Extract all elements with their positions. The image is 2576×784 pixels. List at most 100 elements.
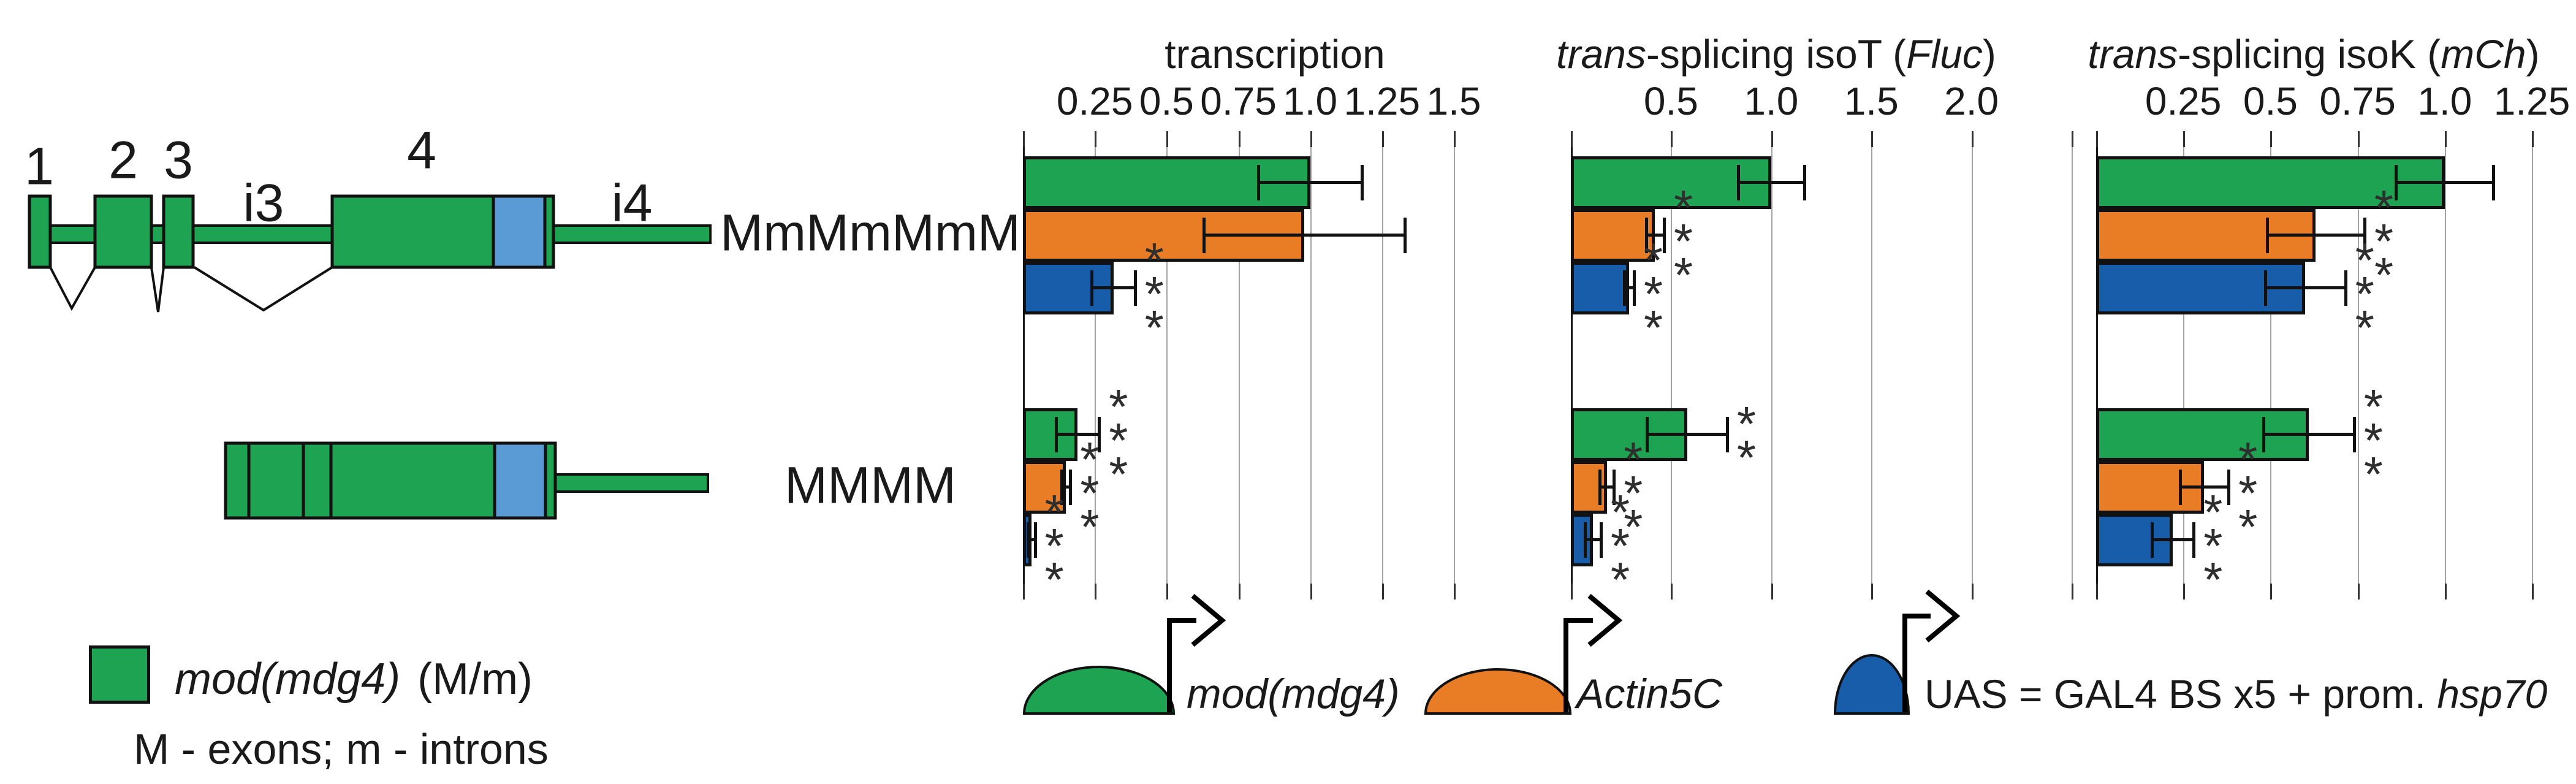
splice-v-icon: [150, 267, 165, 313]
axis-tick: [1771, 584, 1773, 599]
axis-tick-label: 0.75: [2319, 79, 2396, 123]
axis-tick-label: 0.25: [2145, 79, 2222, 123]
bar-UAS: [1571, 262, 1629, 314]
gridline: [1310, 147, 1312, 584]
significance-star: *: [2238, 500, 2258, 554]
error-bar-cap: [1098, 417, 1101, 452]
axis-tick-label: 1.0: [2417, 79, 2472, 123]
error-bar: [2266, 234, 2365, 237]
error-bar-cap: [2178, 470, 2182, 505]
significance-star: *: [1044, 485, 1064, 539]
axis-line: [1023, 147, 1025, 584]
significance-star: *: [2363, 413, 2384, 468]
bar-Actin5C: [1571, 209, 1655, 262]
promoter-arrow-icon: [1902, 614, 1931, 712]
axis-tick: [2183, 131, 2186, 147]
significance-star: *: [2355, 300, 2374, 355]
row-label-mmmmmmm: MmMmMmM: [720, 204, 1020, 262]
significance-star: *: [2363, 447, 2384, 501]
error-bar-cap: [1033, 522, 1037, 558]
significance-star: *: [2355, 267, 2374, 321]
axis-tick: [2444, 584, 2447, 599]
axis-tick-label: 1.0: [1744, 79, 1799, 123]
error-bar-cap: [1622, 270, 1626, 306]
error-bar-cap: [2352, 417, 2356, 452]
mrna-exon2: [247, 441, 305, 520]
axis-tick: [1871, 584, 1874, 599]
actin5c-promoter-icon: [1424, 668, 1572, 715]
intron3-label: i3: [243, 173, 284, 233]
axis-tick-label: 0.5: [1139, 79, 1194, 123]
chart-title-part: -splicing isoK (: [2178, 31, 2441, 77]
error-bar-cap: [1404, 218, 1407, 253]
gene-legend-label: mod(mdg4) (M/m): [175, 654, 533, 704]
axis-tick: [1971, 584, 1974, 599]
axis-tick: [1166, 131, 1169, 147]
chart-title-part: mCh: [2441, 31, 2526, 77]
significance-star: *: [1673, 214, 1693, 268]
significance-star: *: [1611, 485, 1630, 539]
axis-tick: [2532, 584, 2534, 599]
gene-allele-note: (M/m): [417, 655, 533, 704]
exon2-box: [93, 194, 153, 269]
significance-star: *: [1736, 430, 1757, 485]
uas-label-hsp70: hsp70: [2437, 671, 2548, 717]
uas-label-prefix: UAS = GAL4 BS x5 + prom.: [1924, 671, 2437, 717]
intron4-bar: [552, 224, 712, 244]
error-bar-cap: [1090, 270, 1094, 306]
axis-tick: [1238, 584, 1241, 599]
exon2-label: 2: [108, 131, 138, 190]
promoter-arrowhead-icon: [1191, 593, 1226, 647]
error-bar-cap: [1361, 165, 1364, 200]
gridline: [1771, 147, 1772, 584]
error-bar-cap: [1644, 218, 1648, 253]
axis-tick: [2270, 131, 2273, 147]
intron2-bar: [150, 224, 165, 244]
error-bar-cap: [1632, 270, 1636, 306]
axis-tick: [1381, 584, 1384, 599]
error-bar-cap: [1069, 470, 1073, 505]
uas-promoter-icon: [1833, 654, 1910, 715]
gene-name: mod(mdg4): [175, 655, 401, 704]
promoter-label-uas: UAS = GAL4 BS x5 + prom. hsp70: [1924, 671, 2547, 717]
significance-star: *: [1611, 552, 1630, 607]
error-bar-cap: [1646, 417, 1649, 452]
error-bar: [1028, 538, 1035, 541]
significance-star: *: [2374, 214, 2394, 268]
error-bar-cap: [2262, 417, 2266, 452]
axis-tick-label: 2.0: [1944, 79, 1999, 123]
error-bar-cap: [1257, 165, 1261, 200]
axis-tick: [1166, 584, 1169, 599]
mrna-exon4: [329, 441, 496, 520]
significance-star: *: [1080, 500, 1100, 554]
axis-tick: [2183, 584, 2186, 599]
error-bar: [1092, 286, 1135, 289]
exon1-label: 1: [25, 137, 54, 196]
axis-line: [1571, 147, 1573, 584]
gridline: [2357, 147, 2359, 584]
significance-star: *: [1643, 267, 1663, 321]
axis-tick-label: 0.5: [2243, 79, 2298, 123]
significance-star: *: [1643, 300, 1663, 355]
gridline: [2444, 147, 2446, 584]
pre-mrna-diagram: [28, 194, 712, 313]
axis-tick: [2072, 131, 2073, 147]
axis-tick: [2072, 584, 2073, 599]
axis-tick: [2532, 131, 2534, 147]
significance-star: *: [1673, 180, 1693, 235]
exon4-end-sliver: [543, 194, 555, 269]
error-bar-cap: [2395, 165, 2398, 200]
significance-star: *: [1624, 466, 1643, 520]
axis-tick: [1671, 131, 1673, 147]
axis-tick: [1771, 131, 1773, 147]
error-bar: [1062, 485, 1071, 489]
axis-tick: [1023, 131, 1025, 147]
axis-tick: [2444, 131, 2447, 147]
gridline: [1238, 147, 1240, 584]
error-bar-cap: [1133, 270, 1137, 306]
chart-title-part: ): [2526, 31, 2540, 77]
error-bar: [2396, 181, 2494, 184]
chart-title-part: Fluc: [1906, 31, 1983, 77]
axis-tick: [1310, 584, 1312, 599]
